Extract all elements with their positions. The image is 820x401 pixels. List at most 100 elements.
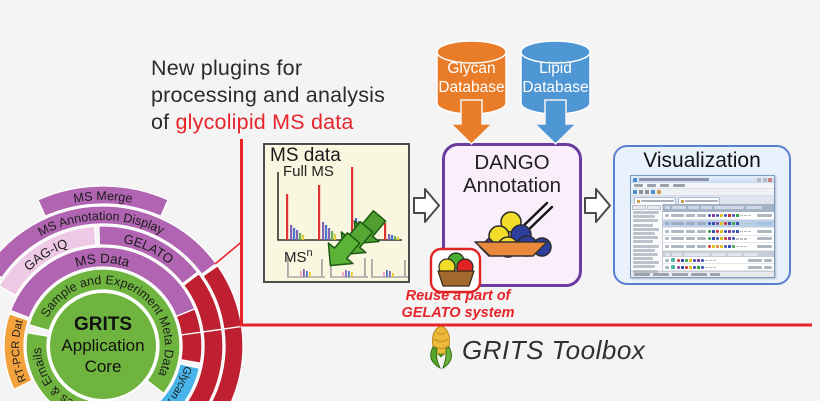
glycan-symbol-dot: [677, 258, 680, 262]
selected-checkbox: [671, 265, 675, 270]
glycan-symbol-dot: [712, 213, 715, 217]
glycan-symbol-dot: [736, 221, 739, 225]
glycan-symbol-dot: [728, 237, 731, 241]
scan-list-item: [633, 265, 655, 269]
close-icon: [768, 177, 772, 182]
glycan-symbol-dot: [732, 237, 735, 241]
scan-list-item: [633, 248, 655, 252]
glycan-symbol-dot: [681, 265, 684, 269]
msn-label: MSn: [284, 247, 313, 266]
window-statusbar: [631, 271, 774, 277]
glycan-symbol-dot: [705, 259, 708, 261]
glycan-symbol-dot: [716, 221, 719, 225]
grits-toolbox-wordmark: GRITS Toolbox: [462, 335, 646, 365]
glycan-symbol-dot: [708, 237, 711, 241]
table-row: [663, 212, 774, 220]
glycan-symbol-dot: [724, 213, 727, 217]
minimize-icon: [757, 177, 761, 182]
glycan-symbol-dot: [740, 246, 743, 248]
glycan-symbol-dot: [724, 237, 727, 241]
scan-list-item: [633, 223, 653, 227]
glycan-symbol-dot: [728, 213, 731, 217]
scan-list-item: [633, 236, 658, 240]
glycan-symbol-dot: [736, 246, 739, 248]
glycan-symbol-dot: [736, 238, 739, 240]
glycan-symbol-dot: [709, 266, 712, 268]
glycan-symbol-dot: [720, 213, 723, 217]
glycan-symbol-dot: [744, 246, 747, 248]
glycan-symbol-dot: [748, 214, 751, 216]
glycan-symbol-dot: [689, 258, 692, 262]
glycan-symbol-dot: [716, 245, 719, 249]
visualization-box-title: Visualization: [643, 149, 761, 172]
glycan-symbol-dot: [724, 229, 727, 233]
glycan-symbol-dot: [685, 258, 688, 262]
lipid-database-label: Lipid Database: [522, 60, 589, 96]
window-titlebar: [631, 176, 774, 183]
glycan-symbol-dot: [740, 222, 743, 224]
grits-app-window-thumbnail: [630, 175, 775, 278]
glycan-symbol-dot: [708, 213, 711, 217]
glycan-symbol-dot: [701, 258, 704, 262]
glycan-symbol-dot: [728, 245, 731, 249]
glycan-symbol-dot: [732, 213, 735, 217]
scan-list-panel: [631, 204, 663, 273]
glycan-symbol-dot: [701, 265, 704, 269]
glycan-symbol-dot: [736, 213, 739, 217]
annotation-table-panel: [663, 204, 774, 272]
window-tabs: [631, 196, 774, 204]
glycan-symbol-dot: [693, 258, 696, 262]
headline-line1: New plugins for: [151, 56, 303, 80]
selected-checkbox: [671, 258, 675, 263]
glycan-symbol-dot: [708, 245, 711, 249]
scan-list-item: [633, 211, 659, 214]
window-menubar: [631, 183, 774, 189]
scan-list-item: [633, 257, 653, 261]
glycan-symbol-dot: [720, 221, 723, 225]
table-row: [663, 236, 774, 244]
headline-line2: processing and analysis: [151, 83, 386, 107]
scan-list-item: [633, 215, 655, 219]
collapse-all-button: [647, 205, 661, 210]
glycan-symbol-dot: [712, 237, 715, 241]
glycan-symbol-dot: [744, 222, 747, 224]
table-row: [663, 243, 774, 252]
glycan-symbol-dot: [697, 258, 700, 262]
glycan-symbol-dot: [744, 238, 747, 240]
table-row: [663, 219, 774, 228]
headline-highlight: glycolipid MS data: [175, 110, 354, 134]
glycan-symbol-dot: [716, 229, 719, 233]
glycan-symbol-dot: [744, 230, 747, 232]
glycan-symbol-dot: [716, 237, 719, 241]
scan-list-item: [633, 227, 659, 231]
glycan-symbol-dot: [748, 230, 751, 232]
sub-table-header: [663, 251, 774, 258]
glycan-symbol-dot: [720, 229, 723, 233]
sub-table-row: [663, 257, 774, 265]
glycan-symbol-dot: [724, 221, 727, 225]
reuse-note: Reuse a part of GELATO system: [401, 288, 515, 321]
full-ms-label: Full MS: [283, 163, 334, 180]
glycan-symbol-dot: [720, 237, 723, 241]
sub-table-row: [663, 264, 774, 272]
glycan-symbol-dot: [713, 259, 716, 261]
table-header: [663, 204, 774, 212]
glycan-symbol-dot: [724, 245, 727, 249]
maximize-icon: [762, 177, 767, 182]
glycan-symbol-dot: [740, 214, 743, 216]
glycan-symbol-dot: [744, 214, 747, 216]
glycan-symbol-dot: [740, 238, 743, 240]
glycan-symbol-dot: [709, 259, 712, 261]
glycan-symbol-dot: [728, 229, 731, 233]
glycan-symbol-dot: [677, 265, 680, 269]
glycan-symbol-dot: [713, 266, 716, 268]
document-tab: [678, 197, 720, 204]
glycan-symbol-dot: [728, 221, 731, 225]
glycan-symbol-dot: [748, 222, 751, 224]
glycan-symbol-dot: [712, 221, 715, 225]
table-row: [663, 228, 774, 236]
window-controls: [757, 177, 772, 182]
glycan-symbol-dot: [708, 229, 711, 233]
headline: New plugins for processing and analysis …: [151, 55, 385, 136]
